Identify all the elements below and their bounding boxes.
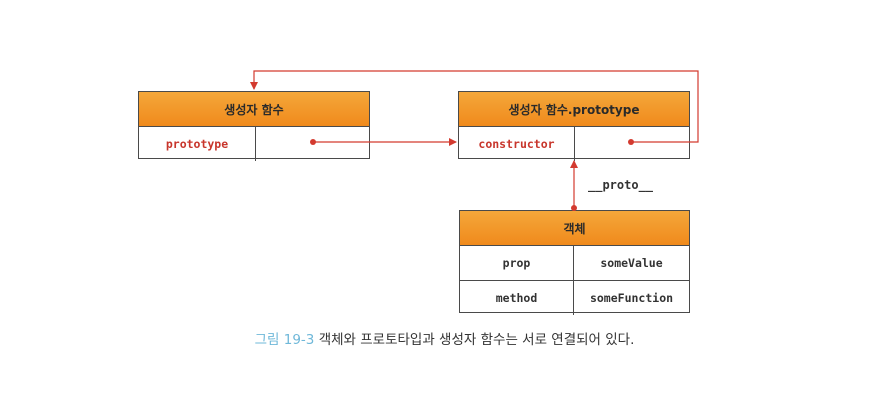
proto-link-arrow [570,160,578,211]
method-value: someFunction [589,291,674,305]
figure-caption: 그림 19-3 객체와 프로토타입과 생성자 함수는 서로 연결되어 있다. [0,328,889,348]
object-instance-title: 객체 [460,211,689,246]
figure-caption-text: 객체와 프로토타입과 생성자 함수는 서로 연결되어 있다. [318,332,635,348]
constructor-function-prototype-row: prototype [139,127,369,161]
constructor-function-box: 생성자 함수 prototype [138,91,370,161]
prototype-object-box: 생성자 함수.prototype constructor [458,91,690,161]
proto-link-label: __proto__ [588,178,654,192]
prototype-object-title: 생성자 함수.prototype [459,92,689,127]
constructor-function-title: 생성자 함수 [139,92,369,127]
constructor-property-value [575,127,689,161]
constructor-property-key: constructor [459,127,575,161]
prototype-constructor-row: constructor [459,127,689,161]
prop-value: someValue [600,256,663,270]
object-property-row-method: method someFunction [460,280,689,315]
figure-number: 그림 19-3 [254,332,315,348]
prop-key: prop [460,246,574,280]
prototype-property-value [256,127,369,161]
object-instance-box: 객체 prop someValue method someFunction [459,210,690,315]
object-property-row-prop: prop someValue [460,246,689,280]
prototype-property-key: prototype [139,127,256,161]
method-key: method [460,281,574,315]
